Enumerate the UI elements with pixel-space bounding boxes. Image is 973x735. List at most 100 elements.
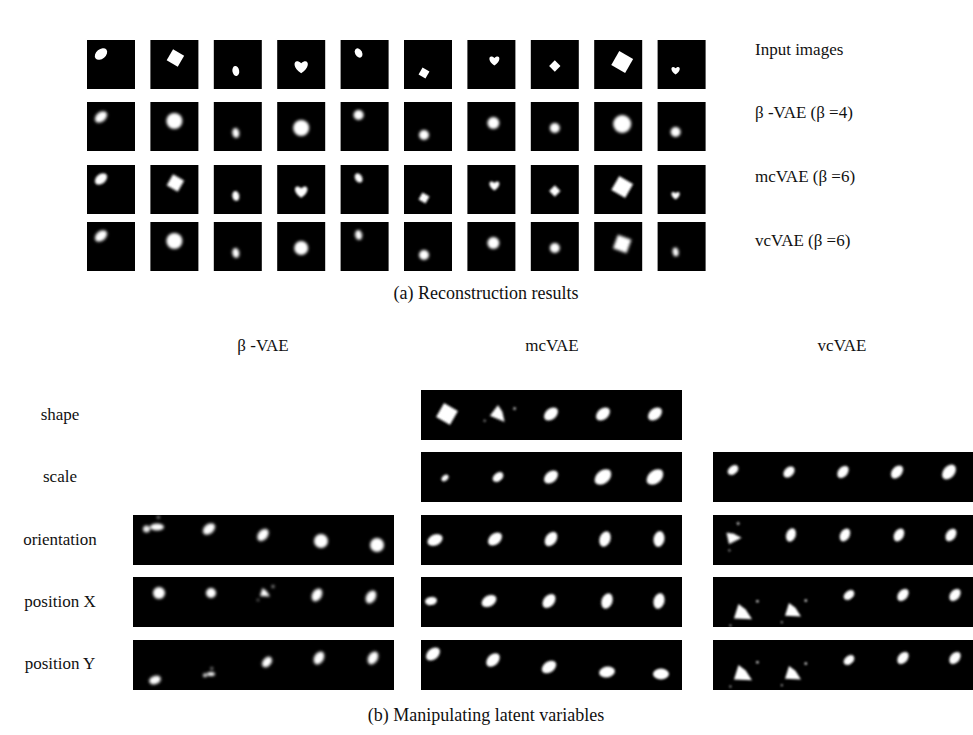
sprite (611, 176, 633, 198)
sprite (671, 67, 679, 74)
sprite (483, 399, 516, 430)
sprite (354, 229, 362, 240)
traversal-strip (133, 515, 394, 565)
sprite (489, 56, 499, 65)
sprite (939, 462, 959, 482)
row-label: orientation (23, 531, 97, 548)
sprite (201, 521, 218, 537)
traversal-strip (421, 390, 682, 440)
sprite (440, 473, 450, 482)
row-label: vcVAE (β =6) (755, 232, 850, 249)
sprite (842, 588, 856, 602)
caption: (a) Reconstruction results (394, 284, 579, 302)
sprite (895, 587, 911, 604)
sprite (592, 466, 615, 488)
sprite (255, 527, 271, 544)
sprite (148, 674, 162, 686)
sprite (671, 192, 679, 199)
column-title: mcVAE (525, 337, 579, 354)
sprite (232, 65, 240, 76)
sprite (593, 405, 612, 424)
sprite (293, 120, 309, 136)
sprite (419, 250, 429, 260)
sprite (550, 123, 560, 133)
sprite (729, 600, 758, 627)
sprite (599, 592, 615, 611)
image-cell (658, 102, 706, 151)
traversal-strip (133, 577, 394, 627)
image-cell (277, 222, 325, 271)
image-cell (214, 102, 262, 151)
traversal-strip (713, 640, 973, 690)
sprite (781, 662, 807, 686)
image-cell (531, 40, 579, 89)
sprite (611, 51, 633, 73)
sprite (485, 530, 504, 549)
sprite (613, 235, 631, 253)
sprite (726, 463, 740, 477)
image-cell (467, 40, 515, 89)
sprite (354, 110, 364, 120)
image-cell (531, 222, 579, 271)
sprite (947, 650, 963, 667)
sprite (93, 109, 110, 125)
sprite (294, 241, 308, 255)
sprite (837, 527, 852, 544)
image-cell (277, 102, 325, 151)
sprite (487, 237, 499, 249)
image-cell (594, 165, 642, 214)
image-cell (214, 165, 262, 214)
sprite (550, 243, 560, 253)
image-cell (277, 40, 325, 89)
image-cell (341, 165, 389, 214)
sprite (895, 650, 911, 667)
sprite (652, 530, 665, 548)
sprite (888, 463, 905, 481)
image-cell (87, 40, 135, 89)
column-title: vcVAE (818, 337, 867, 354)
sprite (729, 661, 758, 688)
sprite (549, 60, 560, 71)
row-label: shape (41, 406, 80, 423)
sprite (365, 650, 380, 667)
sprite (645, 405, 664, 424)
sprite (483, 650, 502, 669)
image-cell (150, 165, 198, 214)
sprite (166, 233, 182, 249)
sprite (718, 522, 749, 552)
traversal-strip (421, 577, 682, 627)
traversal-strip (713, 577, 973, 627)
image-cell (341, 40, 389, 89)
sprite (947, 587, 963, 604)
traversal-strip (421, 452, 682, 502)
sprite (491, 470, 505, 484)
sprite (419, 193, 430, 204)
image-cell (150, 102, 198, 151)
sprite (423, 645, 442, 664)
image-cell (150, 222, 198, 271)
sprite (257, 585, 274, 601)
sprite (93, 171, 110, 187)
sprite (784, 527, 798, 543)
sprite (671, 127, 681, 137)
row-label: position Y (25, 655, 96, 672)
image-cell (404, 222, 452, 271)
sprite (167, 174, 184, 191)
image-cell (150, 40, 198, 89)
image-cell (658, 222, 706, 271)
sprite (203, 667, 215, 677)
sprite (487, 117, 499, 129)
image-cell (341, 102, 389, 151)
sprite (539, 658, 558, 676)
sprite (644, 466, 667, 488)
sprite (781, 599, 807, 623)
sprite (295, 61, 308, 73)
sprite (93, 46, 110, 62)
traversal-strip (421, 640, 682, 690)
traversal-strips (133, 390, 973, 690)
reconstruction-grid (87, 40, 706, 271)
sprite (260, 655, 274, 669)
sprite (541, 405, 560, 424)
sprite (613, 115, 631, 133)
